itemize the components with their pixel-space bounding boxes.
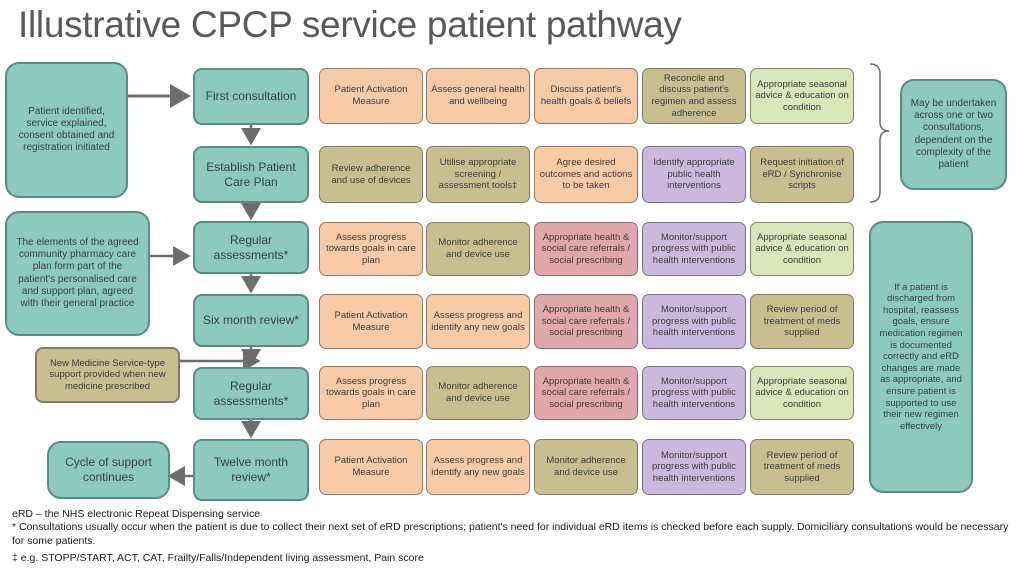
activity-cell: Monitor adherence and device use	[426, 222, 530, 276]
activity-cell: Patient Activation Measure	[319, 68, 423, 124]
page-title: Illustrative CPCP service patient pathwa…	[18, 4, 682, 45]
activity-cell: Patient Activation Measure	[319, 439, 423, 495]
activity-cell: Request initiation of eRD / Synchronise …	[750, 146, 854, 203]
activity-cell: Monitor/support progress with public hea…	[642, 366, 746, 420]
activity-cell: Appropriate seasonal advice & education …	[750, 68, 854, 124]
footnote-erd: eRD – the NHS electronic Repeat Dispensi…	[12, 508, 261, 520]
stage-first-consultation: First consultation	[193, 68, 309, 125]
activity-cell: Appropriate health & social care referra…	[534, 222, 638, 276]
stage-regular-assessments-1: Regular assessments*	[193, 221, 309, 274]
footnote-consultations: * Consultations usually occur when the p…	[12, 521, 1009, 547]
activity-cell: Review adherence and use of devices	[319, 146, 423, 203]
activity-cell: Monitor/support progress with public hea…	[642, 294, 746, 349]
activity-cell: Assess progress and identify any new goa…	[426, 294, 530, 349]
activity-cell: Assess progress towards goals in care pl…	[319, 366, 423, 420]
stage-establish-care-plan: Establish Patient Care Plan	[193, 146, 309, 203]
may-be-undertaken-note: May be undertaken across one or two cons…	[900, 79, 1007, 190]
stage-twelve-month-review: Twelve month review*	[193, 439, 309, 501]
activity-cell: Assess progress towards goals in care pl…	[319, 222, 423, 276]
hospital-discharge-note: If a patient is discharged from hospital…	[869, 221, 973, 493]
stage-six-month-review: Six month review*	[193, 294, 309, 347]
activity-cell: Monitor/support progress with public hea…	[642, 222, 746, 276]
activity-cell: Appropriate health & social care referra…	[534, 366, 638, 420]
activity-cell: Monitor adherence and device use	[534, 439, 638, 495]
activity-cell: Monitor/support progress with public hea…	[642, 439, 746, 495]
footnote-assessment-tools: ‡ e.g. STOPP/START, ACT, CAT, Frailty/Fa…	[12, 552, 424, 564]
activity-cell: Appropriate health & social care referra…	[534, 294, 638, 349]
patient-identified-note: Patient identified, service explained, c…	[5, 62, 128, 198]
activity-cell: Assess general health and wellbeing	[426, 68, 530, 124]
activity-cell: Review period of treatment of meds suppl…	[750, 439, 854, 495]
activity-cell: Identify appropriate public health inter…	[642, 146, 746, 203]
activity-cell: Utilise appropriate screening / assessme…	[426, 146, 530, 203]
activity-cell: Reconcile and discuss patient's regimen …	[642, 68, 746, 124]
activity-cell: Review period of treatment of meds suppl…	[750, 294, 854, 349]
nms-note: New Medicine Service-type support provid…	[35, 347, 180, 403]
activity-cell: Patient Activation Measure	[319, 294, 423, 349]
activity-cell: Appropriate seasonal advice & education …	[750, 222, 854, 276]
activity-cell: Appropriate seasonal advice & education …	[750, 366, 854, 420]
cycle-continues-note: Cycle of support continues	[47, 441, 170, 499]
activity-cell: Assess progress and identify any new goa…	[426, 439, 530, 495]
care-plan-note: The elements of the agreed community pha…	[5, 211, 150, 336]
activity-cell: Monitor adherence and device use	[426, 366, 530, 420]
activity-cell: Agree desired outcomes and actions to be…	[534, 146, 638, 203]
activity-cell: Discuss patient's health goals & beliefs	[534, 68, 638, 124]
stage-regular-assessments-2: Regular assessments*	[193, 367, 309, 420]
